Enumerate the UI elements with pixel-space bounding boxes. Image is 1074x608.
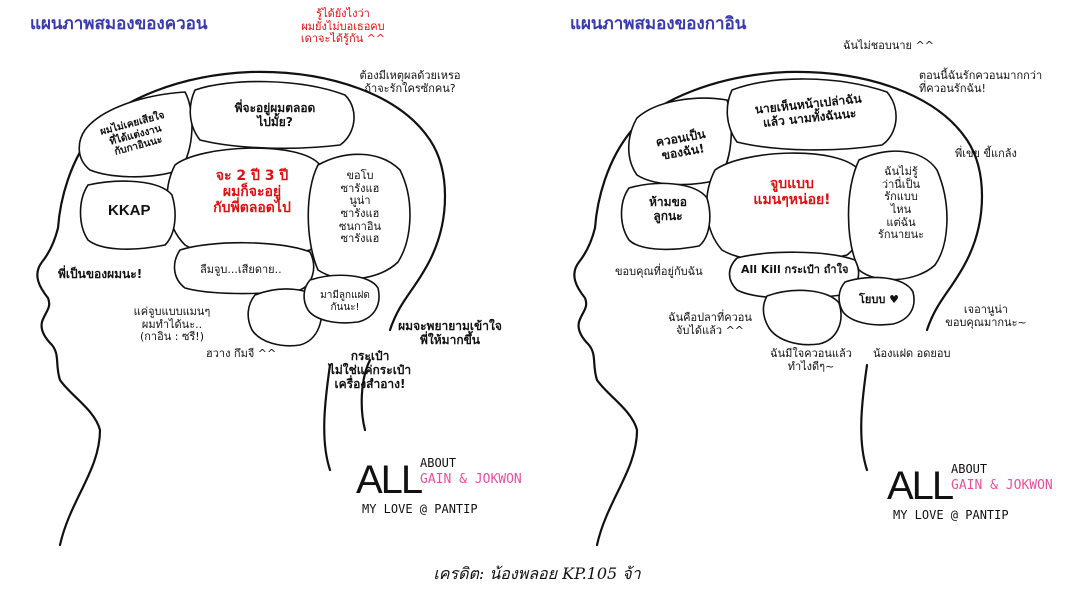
lobe-right-right [847,150,948,281]
all-about-logo-right: ALL ABOUT GAIN & JOKWON MY LOVE @ PANTIP [887,462,1067,526]
lobe-center-left [166,147,330,258]
lobe-allkill-text: All Kill กระเป๋า ถำใจ [741,263,849,276]
cerebellum-left [247,288,323,347]
lobe-small-text: มามีลูกแฝด กันนะ! [320,290,370,313]
logo-about-right: ABOUT [951,462,988,476]
logo-mylove-right: MY LOVE @ PANTIP [893,508,1009,522]
mine-note: พี่เป็นของผมนะ! [58,267,143,281]
logo-gain: GAIN & JOKWON [420,472,522,487]
released-note: ฉันคือปลาที่ควอน จับได้แล้ว ^^ [668,311,752,337]
right-brain-panel: แผนภาพสมองของกาอิน ฉันไม่ชอบนาย ^^ ตอนนี… [537,0,1074,560]
lobe-yobo-right [838,276,915,326]
logo-gain-right: GAIN & JOKWON [951,478,1053,493]
left-title: แผนภาพสมองของควอน [30,14,208,34]
hwang-note: ฮวาง กึมจี ^^ [206,347,277,360]
head-outline-right [573,70,984,547]
lobe-center-text-right: จูบแบบ แมนๆหน่อย! [753,176,831,209]
lobe-right-text-right: ฉันไม่รู้ ว่านี่เป็น รักแบบ ไหน แต่ฉัน ร… [877,165,925,242]
lobe-center-right [705,152,867,263]
lobe-small-left [303,274,380,324]
kiss-note: แค่จูบแบบแมนๆ ผมทำได้นะ.. (กาอิน : ซรี!) [133,305,211,344]
red-top-note: รู้ได้ยังไงว่า ผมยังไม่บอเธอคบ เดาจะได้ร… [300,7,386,46]
bag-note: กระเป๋า ไม่ใช่แค่กระเป๋า เครื่องสำอาง! [328,349,412,391]
love-note: ตอนนี้ฉันรักควอนมากกว่า ที่ควอนรักฉัน! [919,69,1043,95]
brother-note: พี่เขย ขี้แกล้ง [955,147,1017,160]
top-note: ฉันไม่ชอบนาย ^^ [843,39,934,52]
lobe-b-left [189,80,355,150]
logo-all-right: ALL [887,464,954,508]
logo-all: ALL [356,458,423,502]
left-brain-panel: แผนภาพสมองของควอน รู้ได้ยังไงว่า ผมยังไม… [0,0,537,560]
cerebellum-right [762,289,842,346]
lobe-b-right [726,78,897,151]
all-about-logo-left: ALL ABOUT GAIN & JOKWON MY LOVE @ PANTIP [356,456,536,520]
logo-about: ABOUT [420,456,457,470]
lobe-left-text-right: ห้ามขอ ลูกนะ [649,195,687,223]
logo-mylove: MY LOVE @ PANTIP [362,502,478,516]
lobe-kkap-text: KKAP [108,202,151,219]
credit-line: เครดิต: น้องพลอย KP.105 จ้า [433,564,641,583]
right-title: แผนภาพสมองของกาอิน [570,14,747,34]
head-outline-left [36,70,447,547]
thanks-note: ขอบคุณที่อยู่กับฉัน [615,265,703,278]
lobe-bottom-text: ลืมจูบ...เสียดาย.. [200,263,282,276]
lobe-b-text: พี่จะอยู่ผมตลอด ไปมั้ย? [234,101,316,129]
lobe-right-left [307,153,411,280]
lobe-yobo-text: โยบบ ♥ [859,293,900,306]
lobe-center-text: จะ 2 ปี 3 ปี ผมก็จะอยู่ กับพี่ตลอดไป [213,168,291,217]
try-note: ผมจะพยายามเข้าใจ พี่ให้มากขึ้น [398,319,502,347]
lobe-kkap-left [79,180,176,250]
lobe-left-right [620,182,711,251]
reason-note: ต้องมีเหตุผลด้วยเหรอ ถ้าจะรักใครซักคน? [359,69,461,95]
jerry-note: เจอานูน่า ขอบคุณมากนะ~ [945,303,1027,329]
what-note: ฉันมีใจควอนแล้ว ทำไงดีๆ~ [770,347,852,373]
twins-note: น้องแฝด อดยอบ [873,347,951,360]
lobe-right-text: ขอโบ ซารังแฮ นูน่า ซารังแฮ ซนกาอิน ซารัง… [339,169,381,246]
